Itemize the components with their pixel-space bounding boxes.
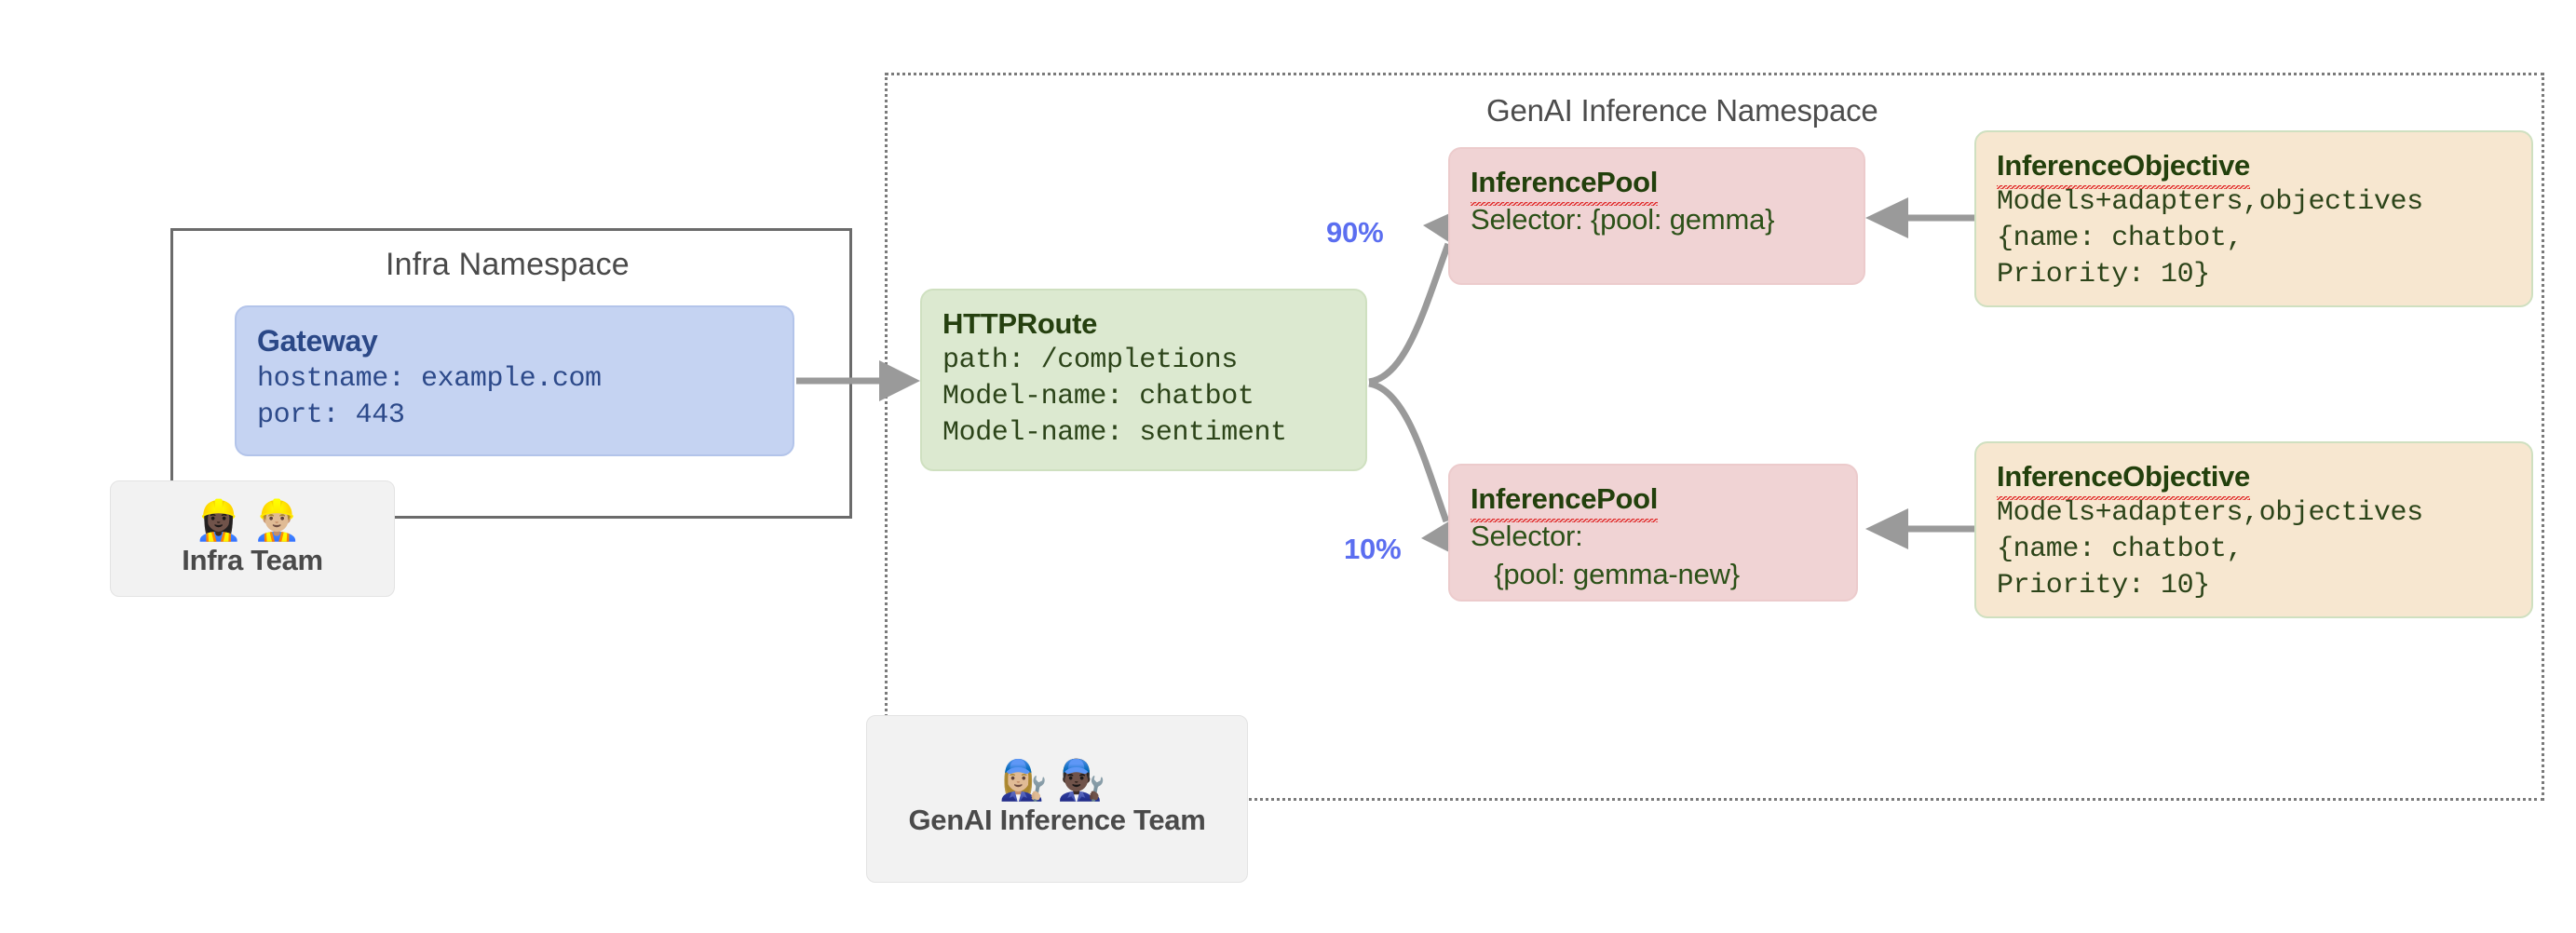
node-inferenceobjective-bottom-body: Models+adapters,objectives {name: chatbo…	[1997, 497, 2423, 602]
namespace-infra-title: Infra Namespace	[386, 247, 630, 282]
namespace-genai-inference-title: GenAI Inference Namespace	[1486, 93, 1878, 128]
node-inferenceobjective-top-title: InferenceObjective	[1997, 147, 2250, 190]
node-httproute-body: path: /completions Model-name: chatbot M…	[942, 345, 1287, 450]
team-card-genai-inference[interactable]: 👩🏼‍🔧👨🏿‍🔧 GenAI Inference Team	[866, 715, 1248, 883]
team-card-genai-inference-label: GenAI Inference Team	[908, 804, 1206, 836]
construction-worker-icons: 👷🏿‍♀️👷🏼‍♂️	[194, 497, 311, 542]
node-httproute[interactable]: HTTPRoute path: /completions Model-name:…	[920, 289, 1367, 471]
node-inferenceobjective-top-body: Models+adapters,objectives {name: chatbo…	[1997, 186, 2423, 291]
team-card-infra-label: Infra Team	[182, 543, 323, 576]
mechanic-icons: 👩🏼‍🔧👨🏿‍🔧	[998, 758, 1116, 802]
team-card-infra[interactable]: 👷🏿‍♀️👷🏼‍♂️ Infra Team	[110, 480, 395, 597]
node-inferenceobjective-top[interactable]: InferenceObjective Models+adapters,objec…	[1974, 130, 2533, 307]
node-inferenceobjective-bottom-title: InferenceObjective	[1997, 458, 2250, 501]
node-inferencepool-gemma-title: InferencePool	[1471, 164, 1658, 207]
node-gateway-title: Gateway	[257, 324, 378, 358]
node-inferenceobjective-bottom[interactable]: InferenceObjective Models+adapters,objec…	[1974, 441, 2533, 618]
namespace-genai-inference	[885, 73, 2544, 801]
node-inferencepool-gemma-new-title: InferencePool	[1471, 480, 1658, 523]
node-httproute-title: HTTPRoute	[942, 307, 1098, 340]
node-inferencepool-gemma[interactable]: InferencePool Selector: {pool: gemma}	[1448, 147, 1865, 285]
node-gateway[interactable]: Gateway hostname: example.com port: 443	[235, 305, 794, 456]
node-inferencepool-gemma-selector: Selector: {pool: gemma}	[1471, 203, 1775, 237]
node-inferencepool-gemma-new[interactable]: InferencePool Selector: {pool: gemma-new…	[1448, 464, 1858, 602]
node-inferencepool-gemma-new-selector: Selector: {pool: gemma-new}	[1471, 520, 1740, 590]
namespace-infra	[170, 228, 852, 519]
edge-label-split-bottom: 10%	[1344, 533, 1402, 565]
node-gateway-body: hostname: example.com port: 443	[257, 362, 602, 431]
edge-label-split-top: 90%	[1326, 216, 1384, 249]
